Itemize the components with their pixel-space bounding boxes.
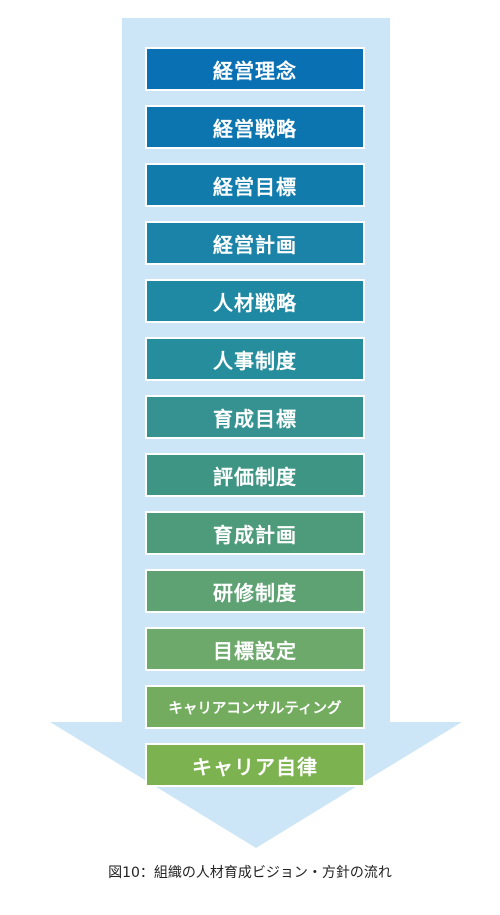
flow-step: キャリアコンサルティング xyxy=(145,685,365,729)
flow-step: 経営理念 xyxy=(145,47,365,91)
flow-step: 経営計画 xyxy=(145,221,365,265)
flow-step: 研修制度 xyxy=(145,569,365,613)
flow-step: 人事制度 xyxy=(145,337,365,381)
figure-caption: 図10：組織の人材育成ビジョン・方針の流れ xyxy=(108,865,392,881)
flow-step: 経営戦略 xyxy=(145,105,365,149)
flow-step: 目標設定 xyxy=(145,627,365,671)
flow-step: 人材戦略 xyxy=(145,279,365,323)
flow-step: キャリア自律 xyxy=(145,743,365,787)
flow-step: 経営目標 xyxy=(145,163,365,207)
flow-step: 評価制度 xyxy=(145,453,365,497)
flow-step: 育成計画 xyxy=(145,511,365,555)
flow-step: 育成目標 xyxy=(145,395,365,439)
